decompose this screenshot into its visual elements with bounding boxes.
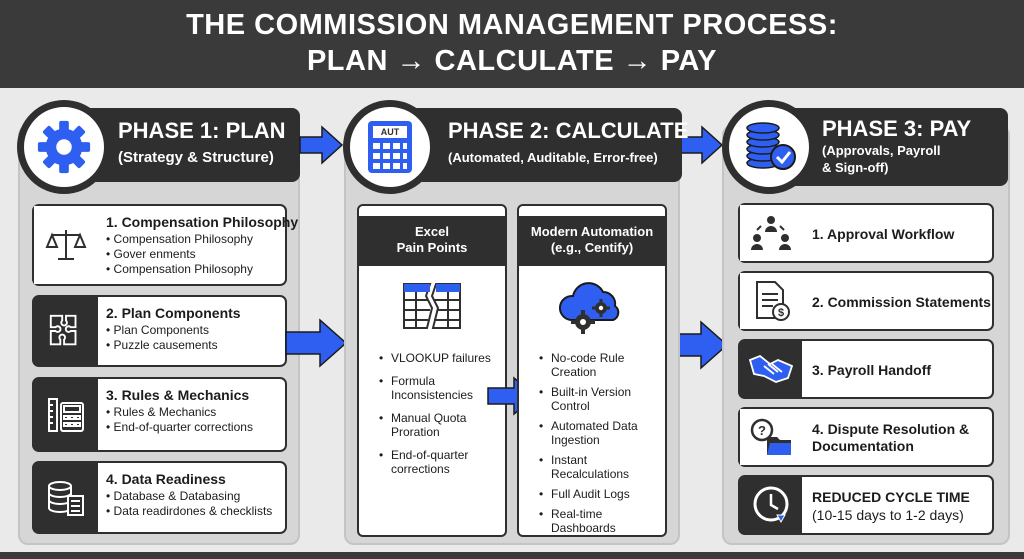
puzzle-icon — [49, 314, 77, 346]
clock-down-icon — [753, 486, 789, 524]
phase1-card-2-icon-box — [34, 297, 98, 365]
list-item: No-code Rule Creation — [539, 351, 659, 379]
gear-icon — [37, 120, 91, 174]
phase1-card-2: 2. Plan Components Plan Components Puzzl… — [32, 295, 287, 367]
list-item: Plan Components — [106, 323, 218, 338]
list-item: Manual Quota Proration — [379, 411, 499, 439]
bottom-bar — [0, 552, 1024, 559]
phase3-card-1: 1. Approval Workflow — [738, 203, 994, 263]
phase1-title: PHASE 1: PLAN — [118, 118, 286, 143]
list-item: Database & Databasing — [106, 489, 272, 504]
phase3-card-1-icon-box — [740, 205, 802, 261]
phase1-card-3-title: 3. Rules & Mechanics — [106, 387, 250, 403]
phase3-subtitle-2: & Sign-off) — [822, 160, 889, 175]
phase3-card-2: $ 2. Commission Statements — [738, 271, 994, 331]
phase2-title: PHASE 2: CALCULATE — [448, 118, 689, 143]
phase3-card-4-title-2: Documentation — [812, 438, 914, 454]
title-banner: THE COMMISSION MANAGEMENT PROCESS: PLAN … — [0, 0, 1024, 88]
cloud-gears-icon — [559, 282, 620, 334]
phase1-icon-circle — [17, 100, 111, 194]
cycle-time-title: REDUCED CYCLE TIME — [812, 489, 970, 505]
list-item: Real-time Dashboards — [539, 507, 659, 535]
svg-text:$: $ — [778, 307, 784, 319]
calculator-screen-text: AUT — [381, 127, 400, 137]
phase1-card-3-icon-box — [34, 379, 98, 450]
excel-header-line-1: Excel — [415, 224, 449, 239]
list-item: End-of-quarter corrections — [106, 420, 253, 435]
list-item: Formula Inconsistencies — [379, 374, 499, 402]
list-item: End-of-quarter corrections — [379, 448, 499, 476]
phase1-card-1-bullets: Compensation Philosophy Gover enments Co… — [106, 232, 253, 277]
title-line-2: PLAN → CALCULATE → PAY — [306, 45, 718, 77]
broken-spreadsheet-icon — [403, 283, 461, 329]
cycle-time-detail: (10-15 days to 1-2 days) — [812, 507, 964, 523]
phase3-title: PHASE 3: PAY — [822, 116, 972, 141]
phase1-card-3: 3. Rules & Mechanics Rules & Mechanics E… — [32, 377, 287, 452]
phase3-header: PHASE 3: PAY (Approvals, Payroll & Sign-… — [770, 108, 1008, 186]
phase3-card-4-icon-box: ? — [740, 409, 802, 465]
list-item: Compensation Philosophy — [106, 232, 253, 247]
phase3-card-4-title-1: 4. Dispute Resolution & — [812, 421, 970, 437]
phase2-icon-circle: AUT — [343, 100, 437, 194]
list-item: Compensation Philosophy — [106, 262, 253, 277]
phase3-card-3-title: 3. Payroll Handoff — [812, 362, 932, 378]
automation-benefits-list: No-code Rule Creation Built-in Version C… — [539, 351, 659, 541]
phase1-subtitle: (Strategy & Structure) — [118, 149, 274, 166]
coins-check-icon — [746, 122, 796, 170]
calculator-ruler-icon — [48, 397, 84, 432]
database-checklist-icon — [48, 480, 84, 516]
svg-text:?: ? — [758, 423, 766, 438]
phase1-card-1-title: 1. Compensation Philosophy — [106, 214, 299, 230]
list-item: Built-in Version Control — [539, 385, 659, 413]
phase3-card-2-icon-box: $ — [740, 273, 802, 329]
cycle-time-icon-box — [740, 477, 802, 533]
phase3-subtitle-1: (Approvals, Payroll — [822, 143, 941, 158]
list-item: Automated Data Ingestion — [539, 419, 659, 447]
approval-people-icon — [751, 216, 791, 250]
scales-icon — [45, 230, 87, 260]
list-item: Gover enments — [106, 247, 253, 262]
phase1-card-2-bullets: Plan Components Puzzle causements — [106, 323, 218, 353]
phase3-icon-circle — [722, 100, 816, 194]
modern-automation-column: Modern Automation (e.g., Centify) No-cod… — [517, 204, 667, 537]
handshake-icon — [748, 354, 794, 383]
automation-column-header: Modern Automation (e.g., Centify) — [519, 216, 665, 266]
phase3-card-1-title: 1. Approval Workflow — [812, 226, 955, 242]
list-item: Puzzle causements — [106, 338, 218, 353]
phase1-card-4-icon-box — [34, 463, 98, 532]
excel-column-header: Excel Pain Points — [359, 216, 505, 266]
list-item: Instant Recalculations — [539, 453, 659, 481]
list-item: Rules & Mechanics — [106, 405, 253, 420]
list-item: VLOOKUP failures — [379, 351, 499, 365]
phase1-card-2-title: 2. Plan Components — [106, 305, 241, 321]
calculator-icon: AUT — [368, 121, 412, 173]
arrow-phase1-to-phase2-mid — [285, 318, 348, 368]
statement-icon: $ — [756, 281, 790, 321]
phase2-header: PHASE 2: CALCULATE (Automated, Auditable… — [392, 108, 688, 182]
phase3-card-4: ? 4. Dispute Resolution & Documentation — [738, 407, 994, 467]
phase1-card-1: 1. Compensation Philosophy Compensation … — [32, 204, 298, 286]
phase1-card-1-icon-box — [34, 206, 98, 284]
phase3-card-2-title: 2. Commission Statements — [812, 294, 991, 310]
excel-pain-points-list: VLOOKUP failures Formula Inconsistencies… — [379, 351, 499, 485]
phase2-subtitle: (Automated, Auditable, Error-free) — [448, 150, 658, 165]
arrow-phase1-to-phase2-top — [299, 125, 344, 165]
phase1-card-4-title: 4. Data Readiness — [106, 471, 226, 487]
phase1-card-3-bullets: Rules & Mechanics End-of-quarter correct… — [106, 405, 253, 435]
excel-pain-points-column: Excel Pain Points VLOOKUP failures Formu… — [357, 204, 507, 537]
arrow-phase2-to-phase3-top — [679, 125, 724, 165]
automation-header-line-1: Modern Automation — [530, 224, 654, 239]
list-item: Data readirdones & checklists — [106, 504, 273, 519]
excel-header-line-2: Pain Points — [396, 240, 468, 255]
list-item: Full Audit Logs — [539, 487, 659, 501]
phase1-card-4: 4. Data Readiness Database & Databasing … — [32, 461, 287, 534]
phase3-card-3-icon-box — [740, 341, 802, 397]
cycle-time-card: REDUCED CYCLE TIME (10-15 days to 1-2 da… — [738, 475, 994, 535]
question-folder-icon: ? — [750, 418, 791, 455]
automation-header-line-2: (e.g., Centify) — [550, 240, 634, 255]
title-line-1: THE COMMISSION MANAGEMENT PROCESS: — [186, 9, 838, 41]
phase1-card-4-bullets: Database & Databasing Data readirdones &… — [106, 489, 273, 519]
phase3-card-3: 3. Payroll Handoff — [738, 339, 994, 399]
